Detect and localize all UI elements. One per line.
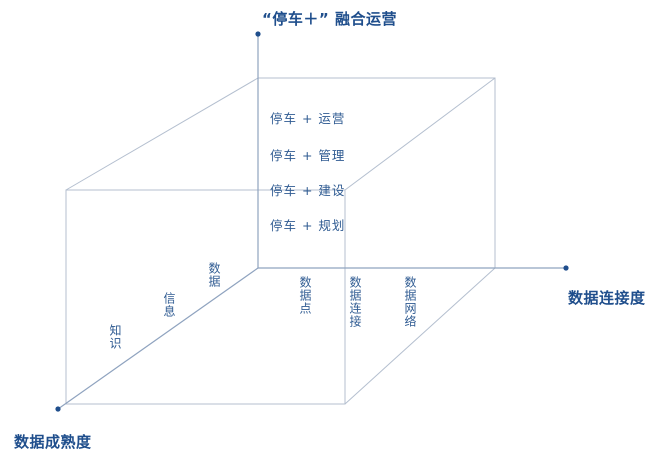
vertical-axis-title: “停车＋” 融合运营 — [262, 10, 397, 28]
back-face — [257, 77, 496, 269]
depth-level-information: 信息 — [162, 292, 176, 318]
layer-label-operation: 停车 + 运营 — [270, 111, 346, 126]
depth-axis-end-dot — [55, 406, 61, 412]
vertical-axis-end-dot — [255, 31, 261, 37]
depth-axis — [57, 267, 259, 410]
right-axis-end-dot — [563, 265, 569, 271]
edge-bottom-right — [344, 267, 496, 405]
connectivity-level-point: 数据点 — [298, 276, 312, 315]
depth-level-knowledge: 知识 — [108, 324, 122, 350]
depth-axis-title: 数据成熟度 — [14, 433, 92, 451]
connectivity-level-connection: 数据连接 — [348, 276, 362, 328]
front-face — [65, 189, 346, 405]
layer-label-construction: 停车 + 建设 — [270, 183, 346, 198]
connectivity-level-network: 数据网络 — [403, 276, 417, 328]
layer-label-planning: 停车 + 规划 — [270, 218, 346, 233]
edge-top-left — [65, 77, 259, 191]
depth-level-data: 数据 — [207, 262, 221, 288]
layer-label-management: 停车 + 管理 — [270, 148, 346, 163]
right-axis-title: 数据连接度 — [568, 289, 646, 307]
edge-top-right — [344, 77, 496, 191]
